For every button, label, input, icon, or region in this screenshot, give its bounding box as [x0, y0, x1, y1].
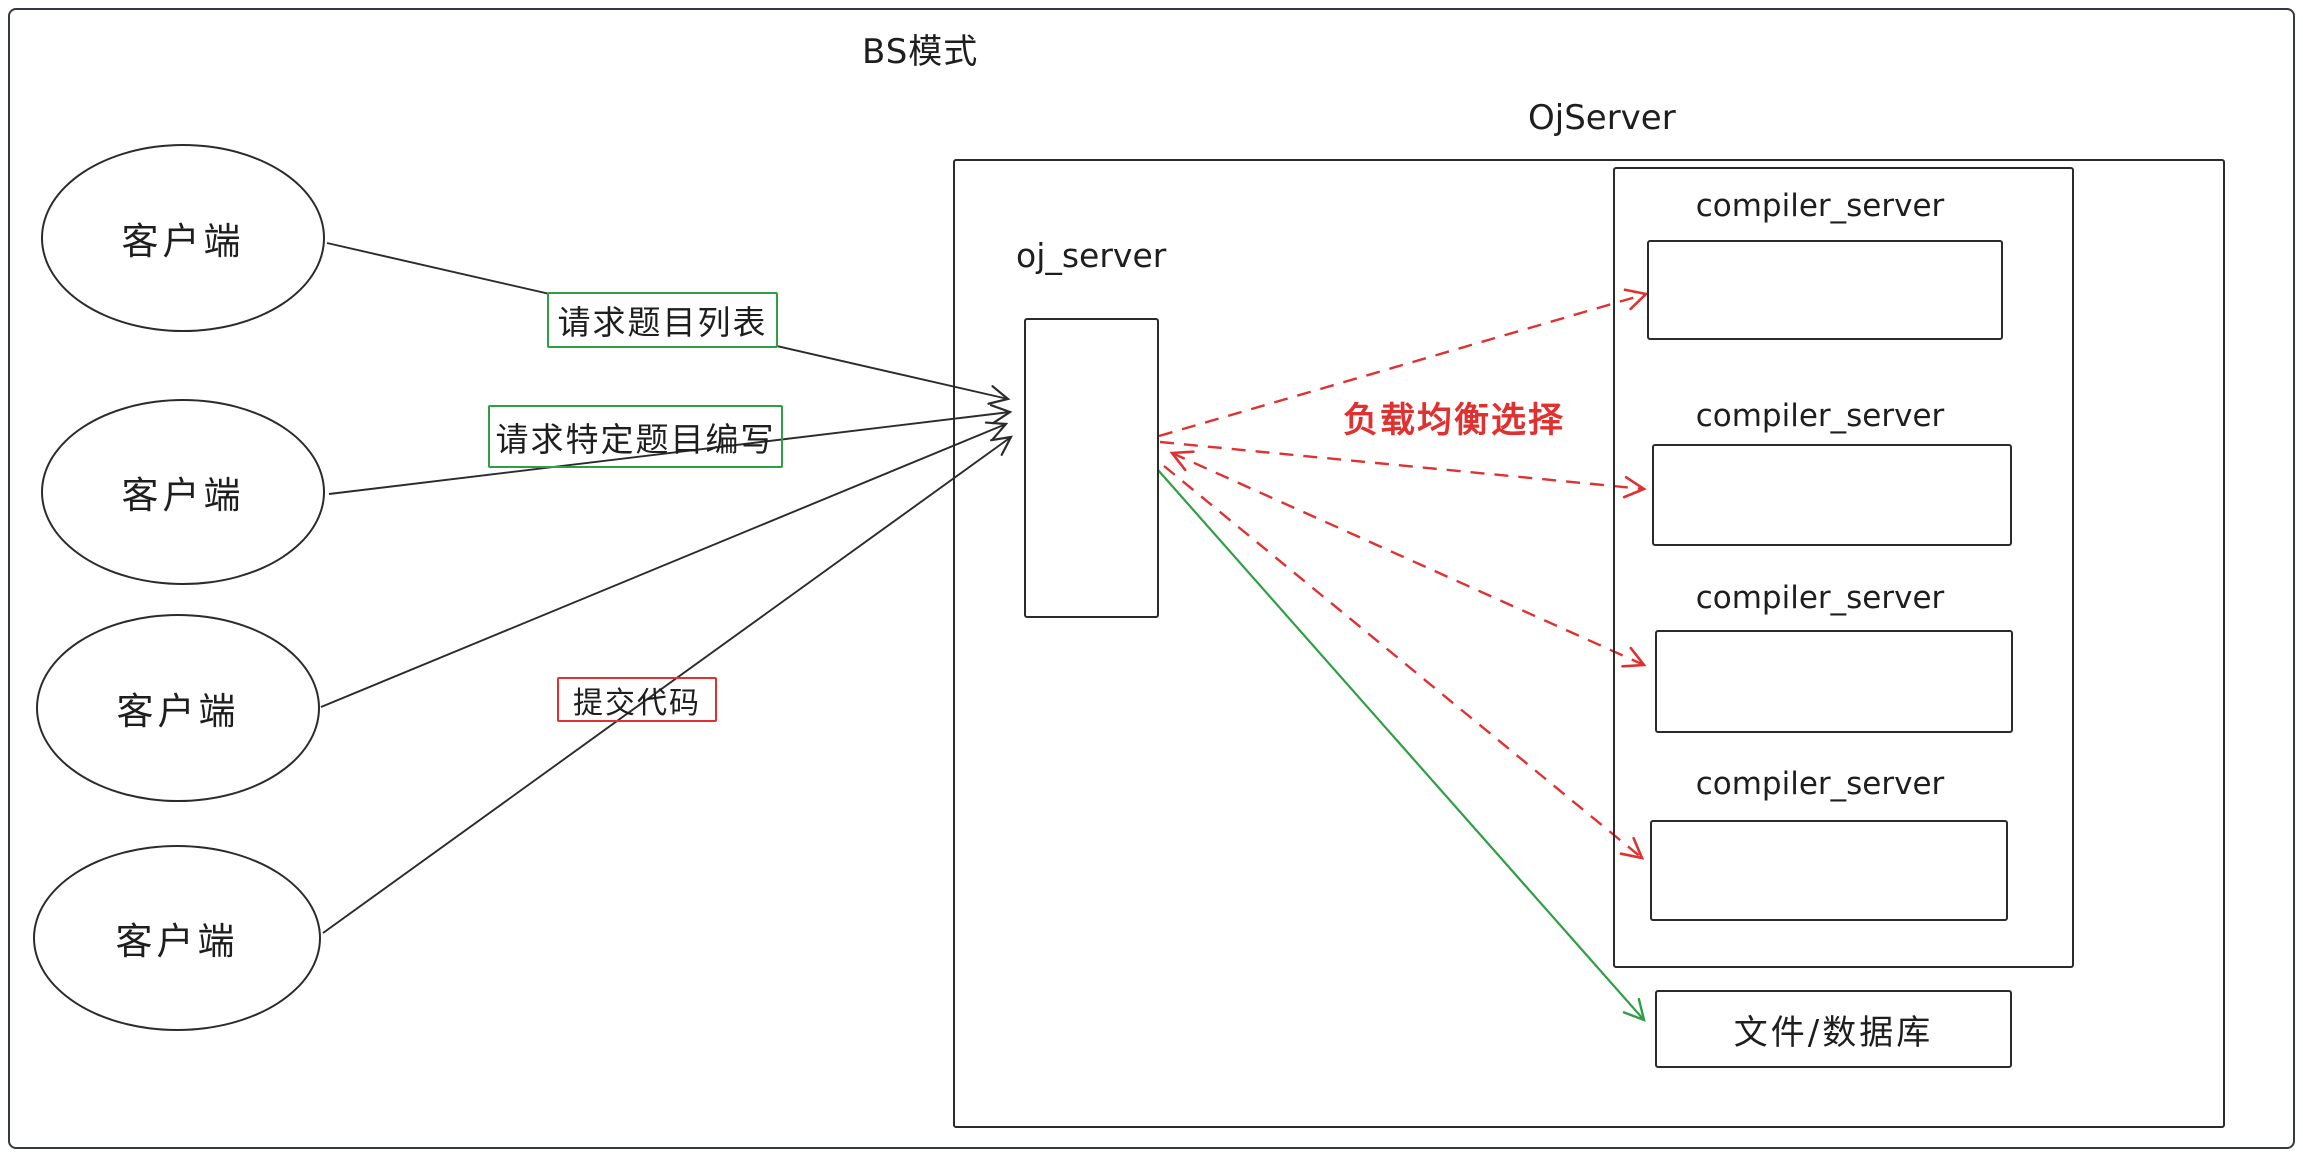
storage-node: 文件/数据库: [1655, 990, 2012, 1068]
request-label-text: 请求特定题目编写: [495, 419, 776, 459]
client-node-4: 客户端: [33, 845, 321, 1031]
storage-label: 文件/数据库: [1733, 1012, 1934, 1053]
diagram-title: BS模式: [862, 32, 979, 72]
request-label-problem-list: 请求题目列表: [547, 292, 778, 348]
client-label: 客户端: [121, 220, 245, 263]
client-label: 客户端: [116, 690, 240, 733]
compiler-server-label: compiler_server: [1695, 580, 1945, 616]
compiler-server-node: [1647, 240, 2003, 340]
oj-server-label: oj_server: [1016, 236, 1167, 275]
request-label-specific-problem: 请求特定题目编写: [488, 405, 783, 468]
compiler-server-node: [1650, 820, 2008, 921]
compiler-server-label: compiler_server: [1695, 398, 1945, 434]
compiler-cluster-box: [1613, 167, 2074, 968]
compiler-server-node: [1652, 444, 2012, 546]
client-node-2: 客户端: [41, 399, 325, 585]
compiler-server-label: compiler_server: [1695, 188, 1945, 224]
oj-server-node: [1024, 318, 1159, 618]
client-node-3: 客户端: [36, 614, 320, 802]
load-balance-label: 负载均衡选择: [1343, 401, 1566, 441]
client-label: 客户端: [115, 920, 239, 963]
client-label: 客户端: [121, 474, 245, 517]
request-label-text: 提交代码: [573, 685, 701, 721]
request-label-text: 请求题目列表: [557, 303, 768, 342]
compiler-server-node: [1655, 630, 2013, 733]
ojserver-group-label: OjServer: [1528, 98, 1676, 138]
canvas-border: [8, 8, 2295, 1149]
ojserver-group-box: [953, 159, 2225, 1128]
request-label-submit-code: 提交代码: [557, 677, 717, 722]
compiler-server-label: compiler_server: [1695, 766, 1945, 802]
client-node-1: 客户端: [41, 144, 325, 332]
